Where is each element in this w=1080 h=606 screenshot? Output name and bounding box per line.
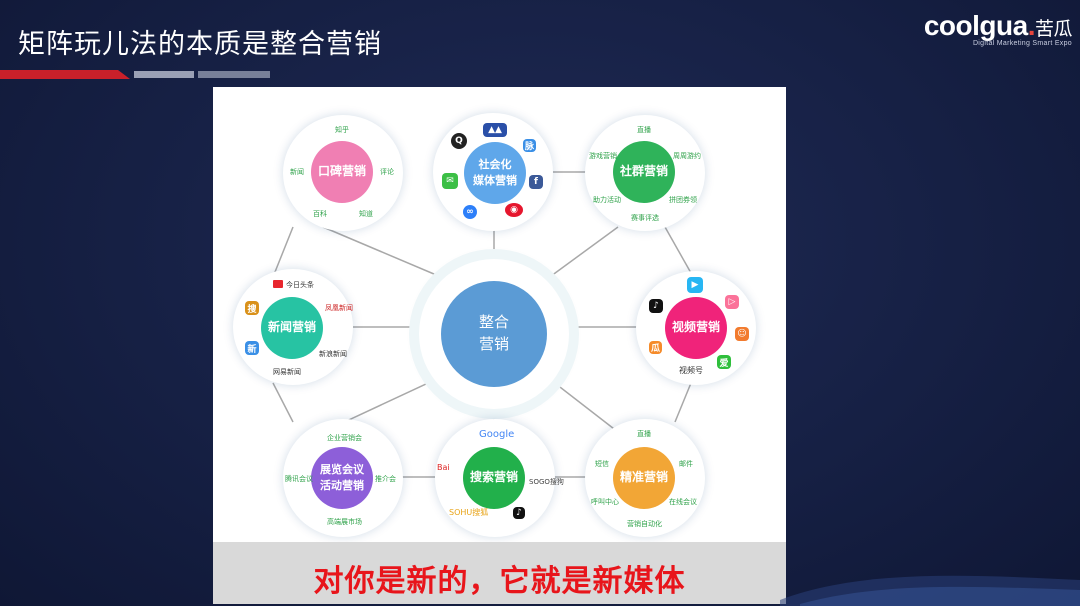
tag-assist: 助力活动 xyxy=(593,196,621,204)
maimai-icon: 脉 xyxy=(523,139,536,152)
brand-name: coolgua xyxy=(923,10,1028,41)
caption-banner: 对你是新的，它就是新媒体 xyxy=(213,542,786,604)
douyin-icon: ♪ xyxy=(649,299,663,313)
tag-toutiao: 今日头条 xyxy=(286,281,314,289)
expo-line1: 展览会议 xyxy=(320,463,364,477)
center-line2: 营销 xyxy=(478,335,509,353)
tag-live: 直播 xyxy=(637,126,651,134)
tag-group-buy: 拼团券领 xyxy=(669,196,697,204)
tag-zhihu: 知乎 xyxy=(335,126,349,134)
tag-call-center: 呼叫中心 xyxy=(591,498,619,506)
caption-text: 对你是新的，它就是新媒体 xyxy=(313,564,686,599)
accent-stripe-red xyxy=(0,70,130,79)
brand-dot: . xyxy=(1027,10,1036,41)
node-social-media: 社会化媒体营销 xyxy=(464,142,526,204)
kuaishou-icon: ☺ xyxy=(735,327,749,341)
brand-subtitle: Digital Marketing Smart Expo xyxy=(972,40,1072,47)
tag-email: 邮件 xyxy=(679,460,693,468)
xigua-icon: 瓜 xyxy=(649,341,662,354)
tag-high-end-expo: 高端展市场 xyxy=(327,518,362,526)
google-logo: Google xyxy=(479,429,515,440)
tag-online-meeting: 在线会议 xyxy=(669,498,697,506)
social-line1: 社会化 xyxy=(478,158,512,172)
dingtalk-icon: ∞ xyxy=(463,205,477,219)
baidu-logo: Bai xyxy=(437,463,450,472)
tag-netease-news: 网易新闻 xyxy=(273,368,301,376)
brand-cn: 苦瓜 xyxy=(1034,19,1073,40)
center-line1: 整合 xyxy=(478,313,509,332)
sohu-news-icon: 搜 xyxy=(245,301,259,315)
tag-news: 新闻 xyxy=(290,168,304,176)
connector-line xyxy=(546,376,619,433)
connector-line xyxy=(322,226,442,278)
iqiyi-icon: 爱 xyxy=(717,355,731,369)
accent-stripe-grey-2 xyxy=(198,71,270,78)
slide-title: 矩阵玩儿法的本质是整合营销 xyxy=(18,29,382,60)
node-news: 新闻营销 xyxy=(261,297,323,359)
weixin-moments-icon: ▲▲ xyxy=(483,123,507,137)
node-video: 视频营销 xyxy=(665,297,727,359)
wechat-icon: ✉ xyxy=(442,173,458,189)
tag-channels: 视频号 xyxy=(679,366,703,375)
diagram-panel: 整合营销 口碑营销 知乎 新闻 评论 百科 知道 社会化媒体营销 Q ▲▲ 脉 … xyxy=(213,87,786,600)
node-precision: 精准营销 xyxy=(613,447,675,509)
tencent-video-icon: ▶ xyxy=(687,277,703,293)
tag-live-2: 直播 xyxy=(637,430,651,438)
tag-corporate-event: 企业营销会 xyxy=(327,434,362,442)
connector-line xyxy=(272,382,294,423)
decorative-wave xyxy=(780,575,1080,606)
tag-sina-news: 新浪新闻 xyxy=(319,350,347,358)
bilibili-icon: ▷ xyxy=(725,295,739,309)
tag-sms: 短信 xyxy=(595,460,609,468)
tag-zhidao: 知道 xyxy=(359,210,373,218)
connector-line xyxy=(272,226,294,278)
qq-icon: Q xyxy=(451,133,467,149)
social-line2: 媒体营销 xyxy=(473,174,517,187)
facebook-icon: f xyxy=(529,175,543,189)
weibo-icon: ◉ xyxy=(505,203,523,217)
accent-stripe-grey-1 xyxy=(134,71,194,78)
sohu-logo: SOHU搜狐 xyxy=(449,508,489,517)
tag-marketing-automation: 营销自动化 xyxy=(627,520,662,528)
tag-weekly: 周周游约 xyxy=(673,152,701,160)
tag-contest: 赛事评选 xyxy=(631,214,659,222)
node-expo: 展览会议活动营销 xyxy=(311,447,373,509)
connector-line xyxy=(664,226,692,274)
tag-ifeng: 凤凰新闻 xyxy=(325,304,353,312)
connector-line xyxy=(546,226,619,280)
node-word-of-mouth: 口碑营销 xyxy=(311,141,373,203)
brand-wordmark: coolgua.苦瓜 xyxy=(923,10,1073,42)
xinwen-icon: 新 xyxy=(245,341,259,355)
node-community: 社群营销 xyxy=(613,141,675,203)
expo-line2: 活动营销 xyxy=(320,479,364,492)
douyin-search-icon: ♪ xyxy=(513,507,525,519)
tag-tencent-meeting: 腾讯会议 xyxy=(285,475,313,483)
toutiao-icon xyxy=(273,280,283,288)
sogou-logo: SOGO搜狗 xyxy=(529,478,564,486)
tag-promo-event: 推介会 xyxy=(375,475,396,483)
tag-baike: 百科 xyxy=(313,210,327,218)
brand-logo: coolgua.苦瓜 Digital Marketing Smart Expo xyxy=(923,10,1073,47)
node-search: 搜索营销 xyxy=(463,447,525,509)
center-node-integrated-marketing: 整合营销 xyxy=(441,281,547,387)
tag-game-marketing: 游戏营销 xyxy=(589,152,617,160)
tag-review: 评论 xyxy=(380,168,394,176)
connector-line xyxy=(674,382,692,423)
